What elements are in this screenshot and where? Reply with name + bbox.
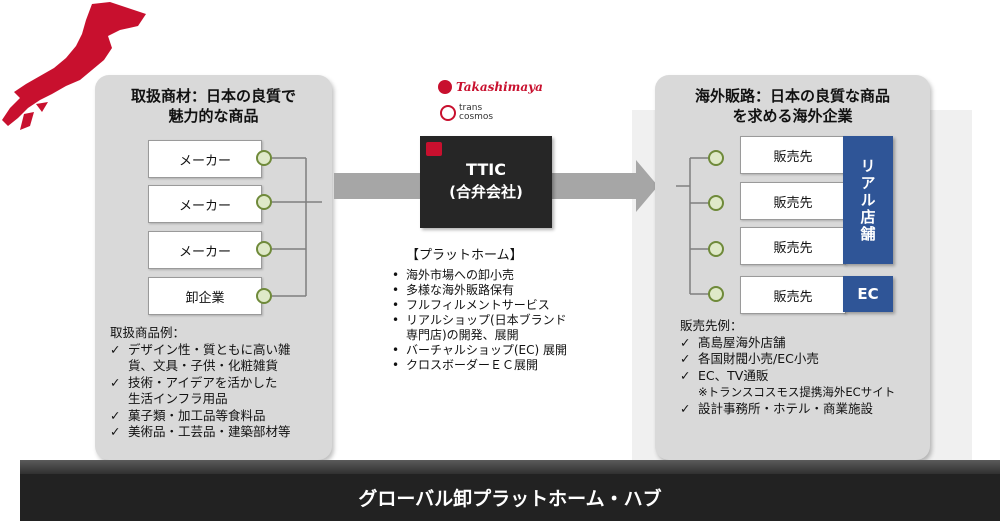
connector-knob-icon: [256, 241, 272, 257]
list-item: 生活インフラ用品: [128, 391, 228, 406]
connector-knob-icon: [708, 150, 724, 166]
list-item: •クロスボーダーＥＣ展開: [392, 358, 539, 372]
sourcing-panel-title: 取扱商材：日本の良質で 魅力的な商品: [130, 87, 296, 125]
seller-box: 販売先: [740, 276, 846, 314]
hub-logo-icon: [426, 142, 442, 156]
list-item: ✓美術品・工芸品・建築部材等: [110, 424, 291, 439]
japan-map-icon: [2, 2, 146, 130]
supplier-box: メーカー: [148, 140, 262, 178]
ttic-hub-box: TTIC (合弁会社): [420, 136, 552, 228]
list-item: 専門店)の開発、展開: [406, 328, 519, 342]
seller-box: 販売先: [740, 227, 846, 265]
connector-knob-icon: [256, 194, 272, 210]
list-item: ✓各国財閥小売/EC小売: [680, 351, 819, 366]
seller-box: 販売先: [740, 182, 846, 220]
list-item: ✓設計事務所・ホテル・商業施設: [680, 400, 874, 416]
list-item: •多様な海外販路保有: [392, 283, 515, 297]
seller-box: 販売先: [740, 136, 846, 174]
transcosmos-mark-icon: [440, 105, 456, 121]
list-item: ※トランスコスモス提携海外ECサイト: [698, 385, 896, 399]
ec-label: EC: [843, 276, 893, 312]
takashimaya-mark-icon: [438, 80, 452, 94]
sales-channel-examples: 販売先例： ✓髙島屋海外店舗 ✓各国財閥小売/EC小売 ✓EC、TV通販 ※トラ…: [680, 318, 930, 417]
list-item: ✓EC、TV通販: [680, 367, 769, 383]
connector-knob-icon: [708, 241, 724, 257]
sales-examples-heading: 販売先例：: [680, 318, 743, 333]
sales-channel-panel-title: 海外販路：日本の良質な商品 を求める海外企業: [694, 87, 890, 125]
connector-knob-icon: [708, 195, 724, 211]
list-item: 貨、文具・子供・化粧雑貨: [128, 358, 279, 373]
list-item: •バーチャルショップ(EC) 展開: [392, 343, 568, 357]
supplier-box: メーカー: [148, 231, 262, 269]
list-item: ✓デザイン性・質ともに高い雑: [110, 341, 291, 357]
supplier-box: メーカー: [148, 185, 262, 223]
footer-bar-top: [20, 460, 1000, 476]
list-item: •海外市場への卸小売: [392, 268, 515, 282]
connector-knob-icon: [256, 150, 272, 166]
platform-services: •海外市場への卸小売 •多様な海外販路保有 •フルフィルメントサービス •リアル…: [392, 268, 612, 373]
footer-banner: グローバル卸プラットホーム・ハブ: [358, 488, 662, 510]
footer-bar: グローバル卸プラットホーム・ハブ: [20, 474, 1000, 521]
list-item: •フルフィルメントサービス: [392, 298, 550, 312]
product-examples-heading: 取扱商品例：: [110, 325, 186, 340]
product-examples: 取扱商品例： ✓デザイン性・質ともに高い雑 貨、文具・子供・化粧雑貨 ✓技術・ア…: [110, 325, 330, 441]
list-item: ✓菓子類・加工品等食料品: [110, 407, 266, 423]
takashimaya-logo: Takashimaya: [438, 80, 543, 94]
list-item: ✓技術・アイデアを活かした: [110, 374, 278, 390]
list-item: ✓髙島屋海外店舗: [680, 334, 786, 350]
connector-knob-icon: [256, 288, 272, 304]
transcosmos-logo: trans cosmos: [440, 104, 493, 122]
real-store-label: リアル店舗: [843, 136, 893, 264]
wholesaler-box: 卸企業: [148, 277, 262, 315]
list-item: •リアルショップ(日本ブランド: [392, 313, 567, 327]
connector-knob-icon: [708, 286, 724, 302]
platform-heading: 【プラットホーム】: [406, 248, 523, 263]
